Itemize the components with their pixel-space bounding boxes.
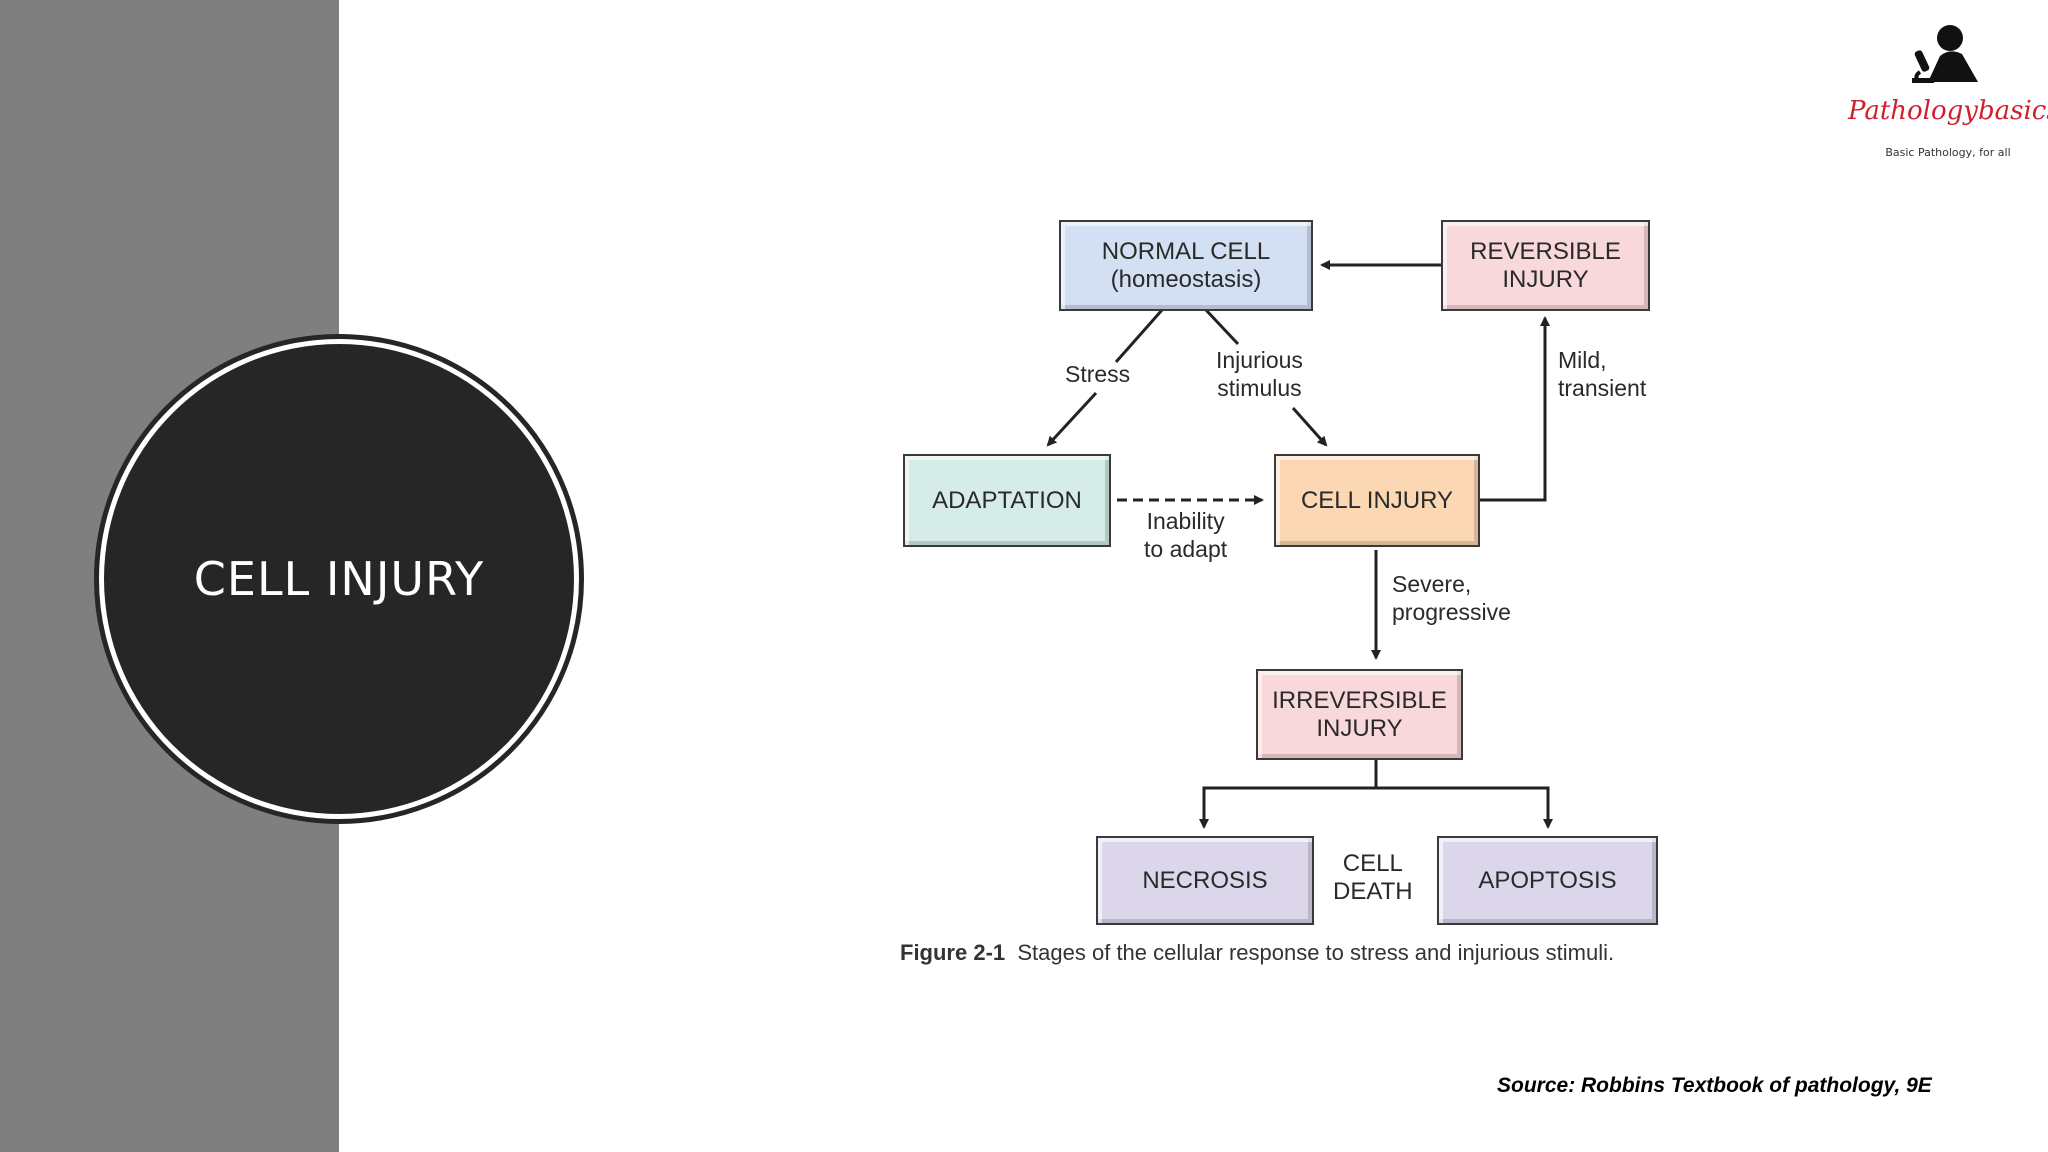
edge-stress-bottom: [1046, 391, 1098, 447]
diagram-connectors: [1046, 260, 1553, 829]
label-stress: Stress: [1065, 361, 1131, 387]
edge-injurious-top: [1204, 308, 1240, 346]
node-necrosis: NECROSIS: [1096, 836, 1314, 925]
edge-to-necrosis: [1199, 786, 1376, 829]
slide-title: CELL INJURY: [193, 552, 485, 606]
figure-caption: Figure 2-1 Stages of the cellular respon…: [900, 940, 1614, 966]
label-inability-to-adapt: Inability to adapt: [1144, 508, 1228, 562]
source-citation: Source: Robbins Textbook of pathology, 9…: [1497, 1074, 1932, 1097]
node-reversible-injury: REVERSIBLE INJURY: [1441, 220, 1650, 311]
figure-caption-text: Stages of the cellular response to stres…: [1017, 940, 1615, 965]
figure-caption-label: Figure 2-1: [900, 940, 1006, 965]
logo: Pathologybasics Basic Pathology, for all: [1848, 20, 2048, 170]
cell-response-diagram: NORMAL CELL (homeostasis) REVERSIBLE INJ…: [880, 200, 1680, 980]
node-irreversible-injury: IRREVERSIBLE INJURY: [1256, 669, 1463, 760]
label-cell-death: CELL DEATH: [1333, 850, 1413, 905]
edge-mild-transient: [1480, 316, 1550, 502]
microscope-person-icon: [1912, 25, 1978, 83]
edge-to-apoptosis: [1376, 786, 1553, 829]
node-adaptation: ADAPTATION: [903, 454, 1111, 547]
label-mild-transient: Mild, transient: [1558, 347, 1647, 401]
title-circle: CELL INJURY: [104, 344, 574, 814]
logo-tagline: Basic Pathology, for all: [1885, 146, 2011, 159]
edge-stress-top: [1114, 309, 1164, 363]
edge-injurious-bottom: [1291, 407, 1328, 447]
label-severe-progressive: Severe, progressive: [1392, 571, 1511, 625]
label-injurious-stimulus: Injurious stimulus: [1216, 347, 1303, 401]
node-apoptosis: APOPTOSIS: [1437, 836, 1658, 925]
node-normal-cell: NORMAL CELL (homeostasis): [1059, 220, 1313, 311]
logo-name: Pathologybasics: [1848, 96, 2048, 126]
node-cell-injury: CELL INJURY: [1274, 454, 1480, 547]
